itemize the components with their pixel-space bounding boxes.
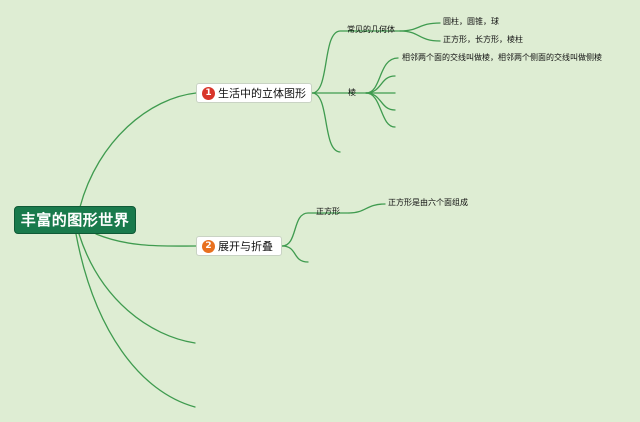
root-topic-label: 丰富的图形世界 — [20, 211, 130, 229]
branch-line — [365, 75, 396, 94]
branch-line — [365, 92, 396, 128]
leaf-topic[interactable]: 正方形是由六个面组成 — [388, 198, 468, 207]
branch-line — [311, 30, 401, 94]
leaf-topic[interactable]: 圆柱，圆锥，球 — [443, 17, 499, 26]
subtopic-square[interactable]: 正方形 — [316, 207, 340, 216]
branch-line — [348, 203, 386, 214]
branch-line — [281, 212, 350, 247]
priority-2-icon: 2 — [202, 239, 215, 253]
root-topic[interactable]: 丰富的图形世界 — [14, 206, 136, 234]
topic-label: 展开与折叠 — [218, 240, 273, 253]
branch-line — [78, 233, 196, 344]
branch-line — [75, 233, 196, 408]
subtopic-common-solids[interactable]: 常见的几何体 — [347, 25, 395, 34]
priority-1-icon: 1 — [202, 86, 215, 100]
branch-line — [399, 30, 441, 42]
branch-line — [95, 233, 197, 247]
topic-life-solids[interactable]: 1 生活中的立体图形 — [196, 83, 312, 103]
branch-line — [79, 92, 197, 208]
topic-label: 生活中的立体图形 — [218, 87, 306, 100]
branch-line — [311, 92, 341, 153]
branch-line — [281, 245, 309, 263]
topic-unfold-fold[interactable]: 2 展开与折叠 — [196, 236, 282, 256]
subtopic-edge[interactable]: 棱 — [348, 88, 356, 97]
branch-line — [399, 22, 441, 32]
leaf-topic[interactable]: 相邻两个面的交线叫做棱，相邻两个侧面的交线叫做侧棱 — [402, 53, 602, 62]
leaf-topic[interactable]: 正方形，长方形，棱柱 — [443, 35, 523, 44]
